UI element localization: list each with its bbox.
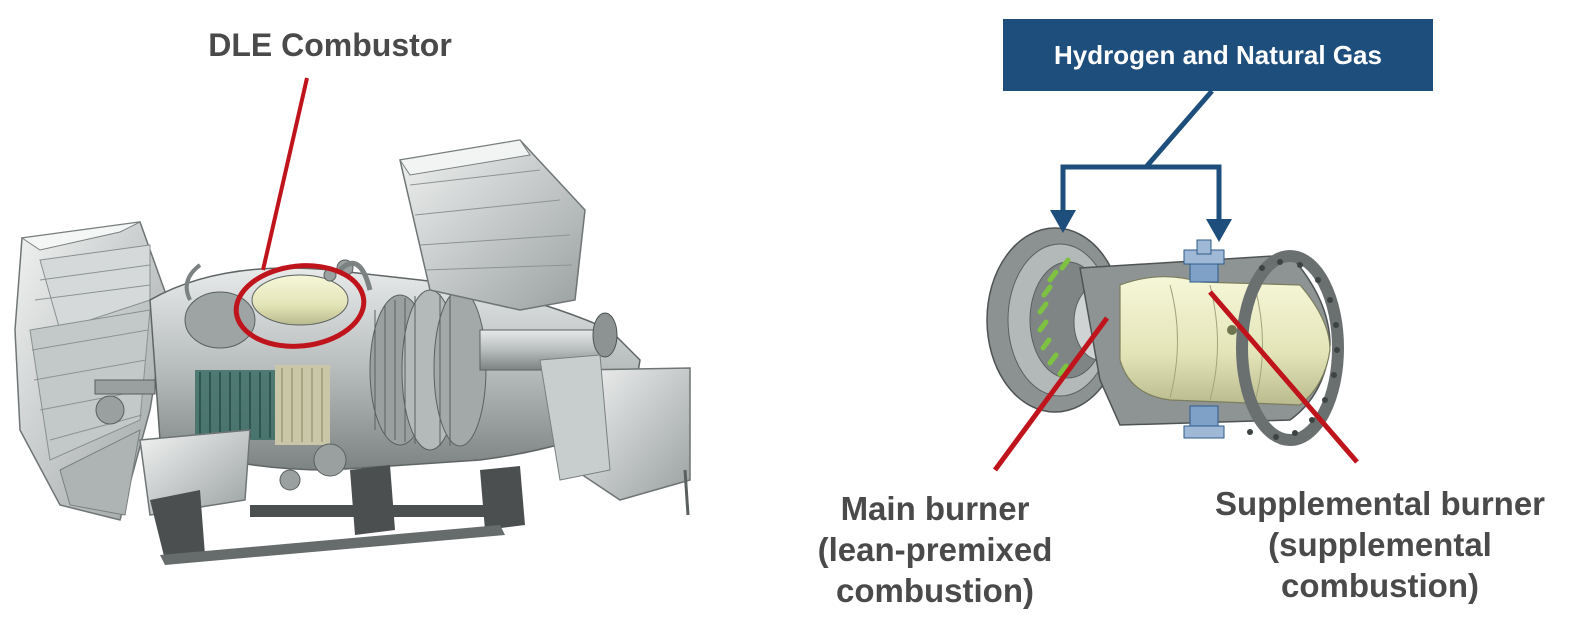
arrow-to-supplemental-burner-icon — [1206, 219, 1232, 242]
main-burner-label: Main burner (lean-premixed combustion) — [790, 488, 1080, 611]
supplemental-burner-desc-line2: combustion) — [1281, 567, 1479, 604]
fuel-source-box: Hydrogen and Natural Gas — [1003, 19, 1433, 91]
dle-callout — [233, 77, 367, 349]
combustor-cutaway-image — [986, 227, 1344, 446]
gas-turbine-cutaway-image — [14, 139, 691, 565]
supplemental-burner-leader — [1208, 290, 1359, 464]
supplemental-burner-desc-line1: (supplemental — [1268, 526, 1492, 563]
main-burner-desc-line1: (lean-premixed — [817, 531, 1053, 568]
fuel-source-text: Hydrogen and Natural Gas — [1054, 39, 1382, 70]
main-burner-leader — [992, 316, 1110, 472]
dle-combustor-text: DLE Combustor — [208, 27, 452, 63]
fuel-routing — [1060, 89, 1222, 223]
main-burner-desc-line2: combustion) — [836, 572, 1034, 609]
supplemental-burner-label: Supplemental burner (supplemental combus… — [1190, 483, 1570, 606]
arrow-to-main-burner-icon — [1050, 210, 1076, 233]
supplemental-burner-title: Supplemental burner — [1214, 485, 1546, 522]
main-burner-title: Main burner — [840, 490, 1030, 527]
dle-combustor-label: DLE Combustor — [180, 25, 480, 66]
